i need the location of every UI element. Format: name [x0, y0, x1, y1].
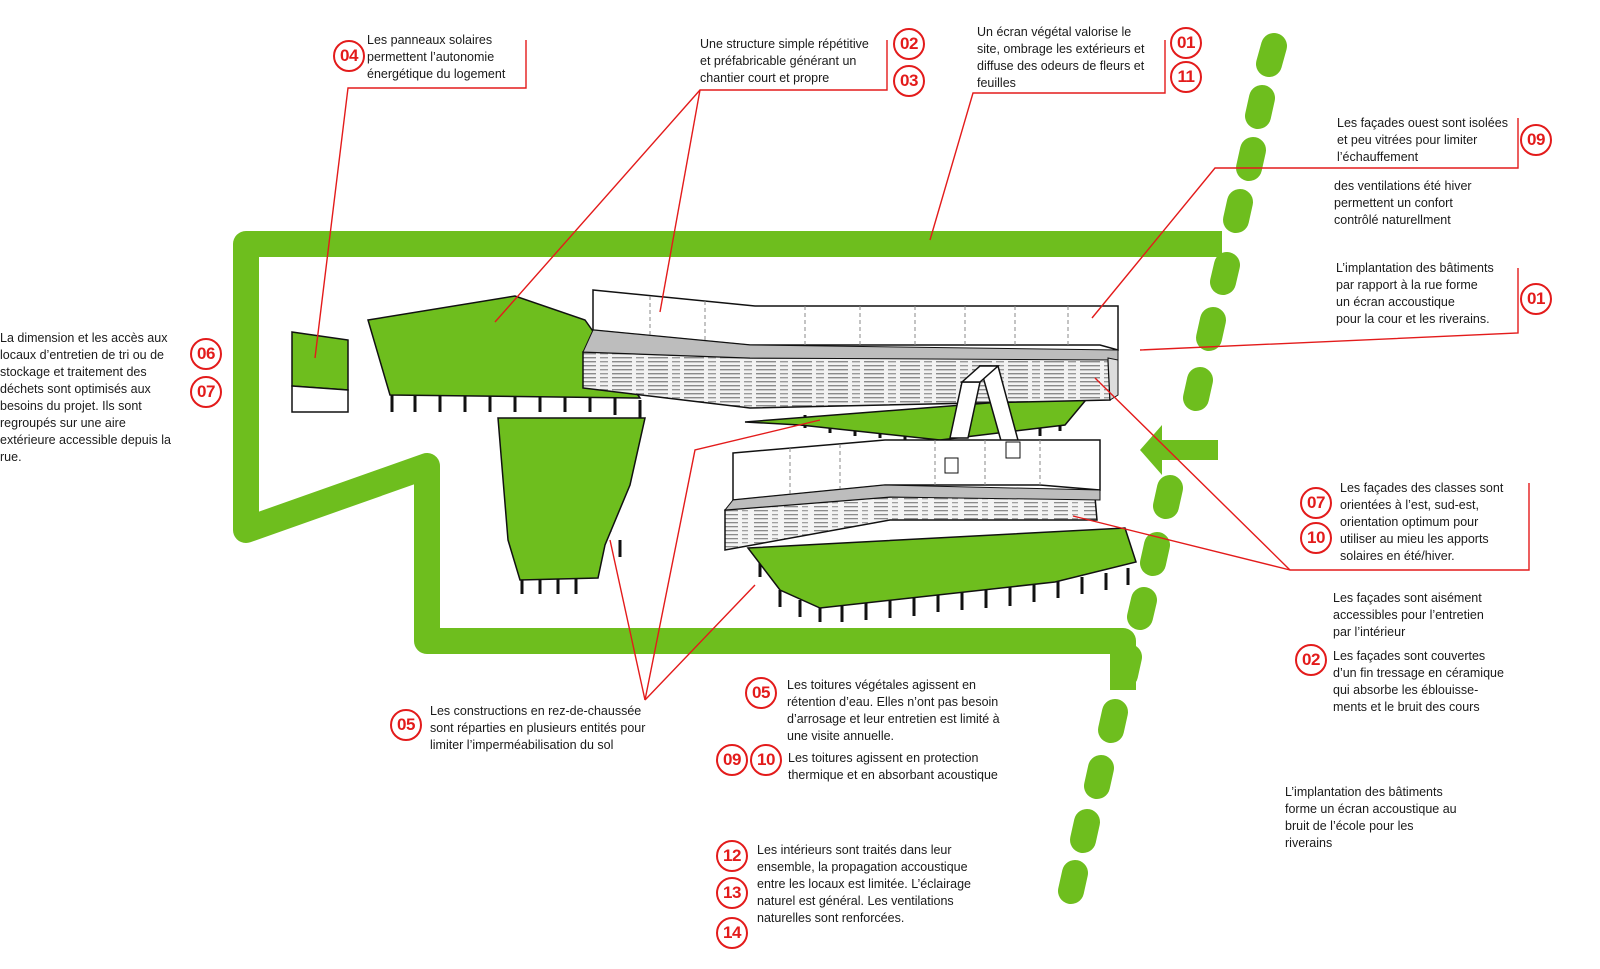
badge-03: 03 [893, 65, 925, 97]
badge-09: 09 [716, 744, 748, 776]
access-arrow-icon [1140, 425, 1218, 475]
note-facades-classes: Les façades des classes sont orientées à… [1340, 481, 1504, 563]
note-facades-ouest: Les façades ouest sont isolées et peu vi… [1337, 116, 1508, 164]
badge-10: 10 [750, 744, 782, 776]
badge-13: 13 [716, 877, 748, 909]
note-ecran-vegetal: Un écran végétal valorise le site, ombra… [977, 25, 1145, 90]
solar-box [291, 385, 349, 413]
building-upper [582, 289, 1119, 409]
note-ventilation: des ventilations été hiver permettent un… [1334, 179, 1472, 227]
note-dechets: La dimension et les accès aux locaux d’e… [0, 331, 171, 464]
green-path [233, 231, 1222, 690]
green-roofs [291, 295, 1137, 609]
stair-structure [949, 365, 1023, 456]
note-solar: Les panneaux solaires permettent l’auton… [367, 33, 506, 81]
note-entretien: Les façades sont aisément accessibles po… [1333, 591, 1484, 639]
note-rez-de-chaussee: Les constructions en rez-de-chaussée son… [430, 704, 646, 752]
badge-10: 10 [1300, 522, 1332, 554]
badge-09: 09 [1520, 124, 1552, 156]
badge-05: 05 [745, 677, 777, 709]
badge-02: 02 [1295, 644, 1327, 676]
badge-11: 11 [1170, 61, 1202, 93]
badge-04: 04 [333, 40, 365, 72]
note-toitures-vegetales: Les toitures végétales agissent en réten… [787, 678, 1000, 743]
annotation-leaders [314, 40, 1530, 701]
green-dashed-curve [1058, 33, 1287, 904]
note-implantation-rue: L’implantation des bâtiments par rapport… [1336, 261, 1494, 326]
badge-07: 07 [190, 376, 222, 408]
badge-14: 14 [716, 917, 748, 949]
building-lower [723, 439, 1101, 551]
note-ecole: L’implantation des bâtiments forme un éc… [1285, 785, 1457, 850]
badge-12: 12 [716, 840, 748, 872]
badge-01: 01 [1170, 27, 1202, 59]
note-structure: Une structure simple répétitive et préfa… [700, 37, 869, 85]
note-toitures-thermique: Les toitures agissent en protection ther… [788, 751, 998, 782]
note-ceramique: Les façades sont couvertes d’un fin tres… [1333, 649, 1504, 714]
badge-02: 02 [893, 28, 925, 60]
note-interieurs: Les intérieurs sont traités dans leur en… [757, 843, 972, 925]
badge-05: 05 [390, 709, 422, 741]
badge-06: 06 [190, 338, 222, 370]
badge-01: 01 [1520, 283, 1552, 315]
badge-07: 07 [1300, 487, 1332, 519]
